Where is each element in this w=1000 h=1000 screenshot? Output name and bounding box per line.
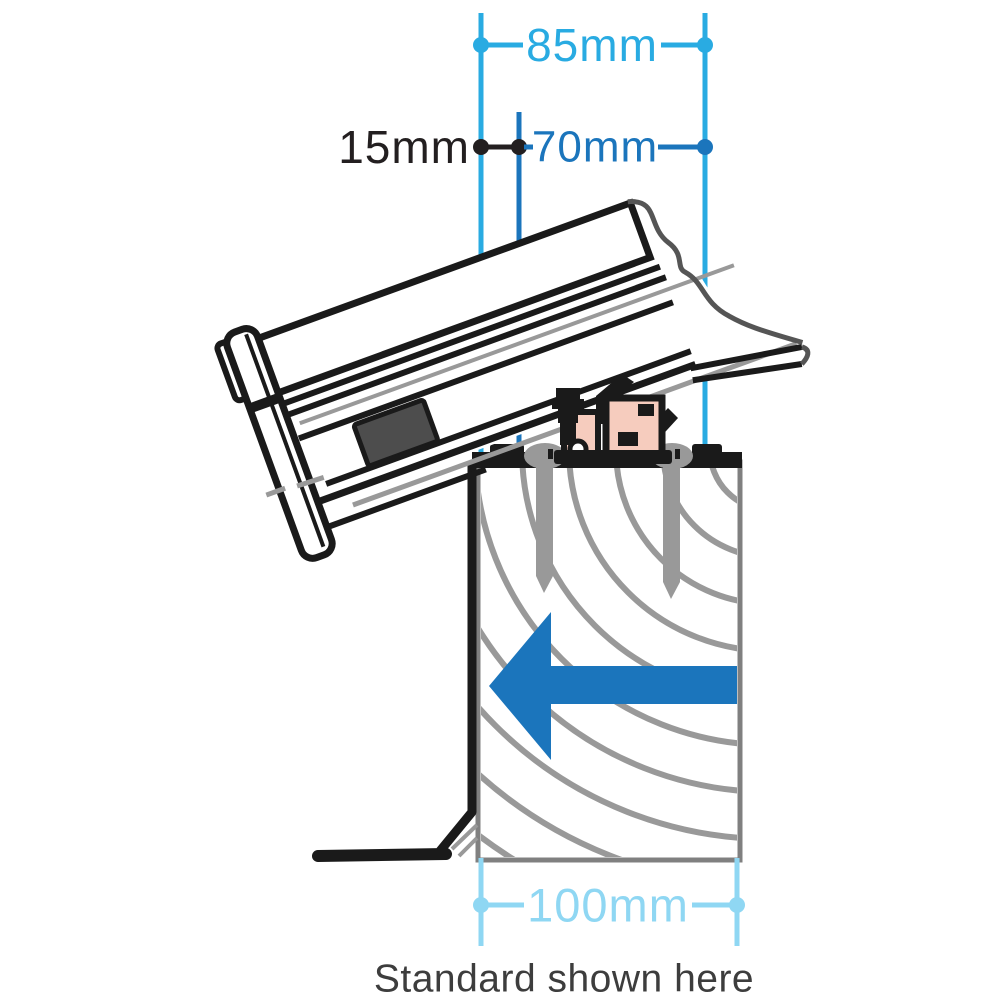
dimension-label-70mm: 70mm [532,123,658,172]
dim-dot [697,37,713,53]
cap-underside-line [283,274,667,419]
dim-dot [473,897,489,913]
dimension-label-85mm: 85mm [526,19,658,71]
flare-line [689,343,803,372]
dimension-15mm: 15mm [338,121,527,173]
fixing-bolt [552,388,584,445]
dimension-85mm: 85mm [473,19,713,71]
clamp-bracket [552,374,678,464]
side-flashing [312,462,479,862]
dimension-label-15mm: 15mm [338,121,470,173]
dim-dot [729,897,745,913]
break-line-edge [627,199,804,345]
caption-text: Standard shown here [374,958,754,1000]
end-cap-tick [248,393,280,414]
bracket-base [554,450,672,464]
bracket-detail [638,404,654,416]
under-flashing-line [325,466,487,531]
bracket-detail [618,432,638,446]
end-cap-gray-dash [296,474,325,489]
end-cap-gray-dash [265,485,286,498]
gasket-line [299,263,735,426]
flare-break-edge [799,344,811,366]
dimension-100mm: 100mm [473,858,745,946]
dim-dot [511,139,527,155]
glass-pane-line [325,348,692,487]
unit-bottom-line [314,361,697,506]
flare-line [692,361,803,384]
end-cap-inner-line [244,333,326,548]
left-arrow-icon [489,612,737,760]
dim-dot [473,139,489,155]
dimension-label-100mm: 100mm [527,879,689,932]
cap-underside-line [279,263,661,408]
dim-dot [697,139,713,155]
dimension-70mm: 70mm [524,123,713,172]
dim-dot [473,37,489,53]
glazed-panel [214,198,811,562]
glass-pane-line [297,299,674,442]
